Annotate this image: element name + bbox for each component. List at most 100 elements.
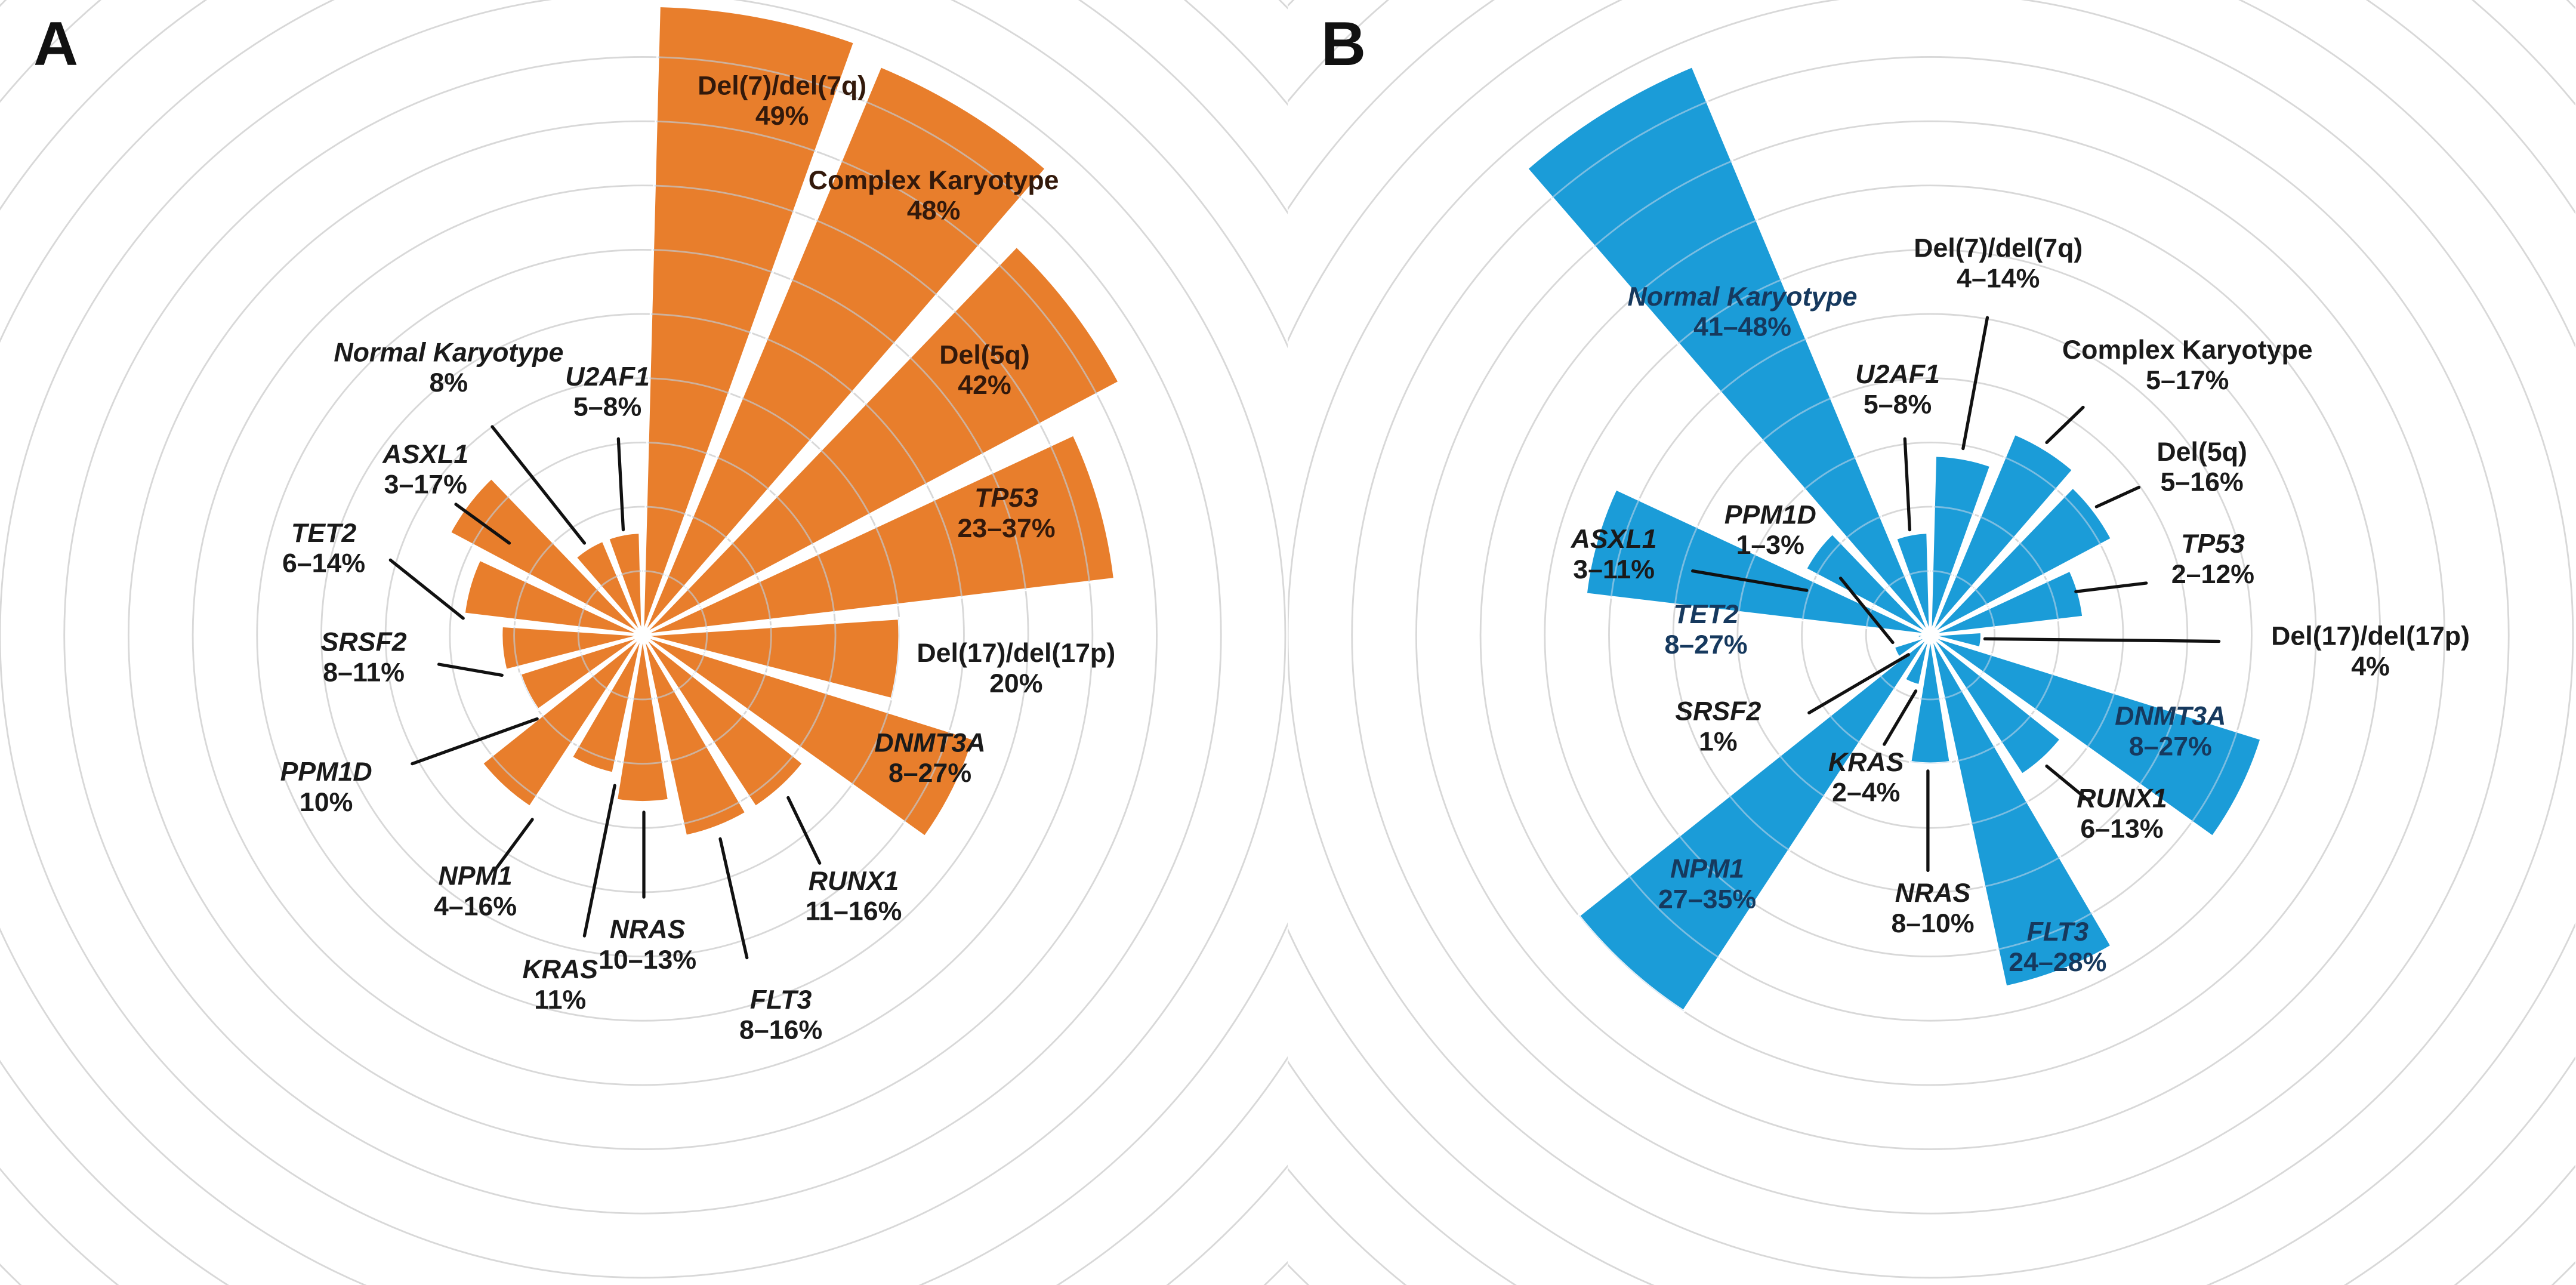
leader-lines <box>1691 316 2221 872</box>
wedge-del7q <box>1929 454 1992 637</box>
leader-kras <box>1883 689 1918 746</box>
grid-ring-50 <box>1288 0 2574 1278</box>
wedge-nk <box>573 539 644 637</box>
wedge-asxl1 <box>448 476 644 637</box>
leader-lines <box>388 425 822 960</box>
grid-ring-30 <box>1544 248 2317 1022</box>
label-del7q: Del(7)/del(7q)49% <box>698 71 866 131</box>
grid-ring-35 <box>1479 184 2381 1086</box>
grid-ring-40 <box>1415 120 2445 1150</box>
wedge-del5q <box>1929 485 2114 637</box>
grid-ring-25 <box>320 313 965 957</box>
wedge-del7q <box>641 4 856 637</box>
wedge-ppm1d <box>1892 634 1932 660</box>
leader-kras <box>582 784 616 938</box>
wedge-nk <box>1525 64 1932 637</box>
grid-ring-45 <box>63 56 1222 1215</box>
grid-ring-50 <box>0 0 1287 1278</box>
label-del17p: Del(17)/del(17p)20% <box>917 639 1115 698</box>
wedge-u2af1 <box>1894 531 1932 637</box>
grid-ring-35 <box>192 184 1094 1086</box>
wedge-kras <box>570 634 644 775</box>
wedge-del5q <box>641 245 1121 637</box>
wedge-del17p <box>1929 630 1983 649</box>
wedge-runx1 <box>641 634 805 809</box>
wedge-dnmt3a <box>641 634 976 839</box>
leader-nk <box>490 425 587 545</box>
leader-srsf2 <box>437 662 504 677</box>
leader-del17p <box>1983 637 2221 643</box>
wedge-nras <box>615 634 671 804</box>
leader-flt3 <box>718 837 749 960</box>
wedge-runx1 <box>1929 634 2063 776</box>
wedge-npm1 <box>480 634 644 809</box>
wedge-complex <box>1929 432 2075 637</box>
grid-rings <box>1288 0 2575 1285</box>
label-del5q: Del(5q)5–16% <box>2157 437 2247 497</box>
wedge-kras <box>1903 634 1932 687</box>
leader-ppm1d <box>411 717 539 766</box>
wedge-tp53 <box>1929 569 2085 637</box>
grid-ring-20 <box>1672 377 2189 893</box>
wedge-u2af1 <box>606 531 644 637</box>
wedge-complex <box>641 64 1048 637</box>
leader-runx1 <box>2045 765 2090 802</box>
leader-tp53 <box>2074 581 2148 593</box>
grid-ring-25 <box>1608 313 2253 957</box>
grid-ring-45 <box>1351 56 2510 1215</box>
label-del5q: Del(5q)42% <box>939 340 1029 400</box>
label-del17p: Del(17)/del(17p)4% <box>2271 622 2470 682</box>
label-del7q: Del(7)/del(7q)4–14% <box>1914 234 2083 294</box>
wedge-asxl1 <box>1804 532 1932 637</box>
wedge-flt3 <box>1929 634 2114 988</box>
wedge-dnmt3a <box>1929 634 2263 839</box>
grid-ring-30 <box>256 248 1029 1022</box>
leader-asxl1 <box>454 503 511 545</box>
leader-npm1 <box>493 818 534 872</box>
panel-a-letter: A <box>33 10 79 79</box>
grid-ring-15 <box>1736 441 2124 829</box>
leader-ppm1d <box>1838 577 1895 645</box>
leader-u2af1 <box>616 437 625 532</box>
leader-u2af1 <box>1903 437 1912 532</box>
grid-ring-40 <box>127 120 1158 1150</box>
leader-del7q <box>1961 316 1989 451</box>
leader-runx1 <box>786 796 822 865</box>
leader-del5q <box>2094 485 2141 509</box>
leader-tet2 <box>388 558 465 620</box>
